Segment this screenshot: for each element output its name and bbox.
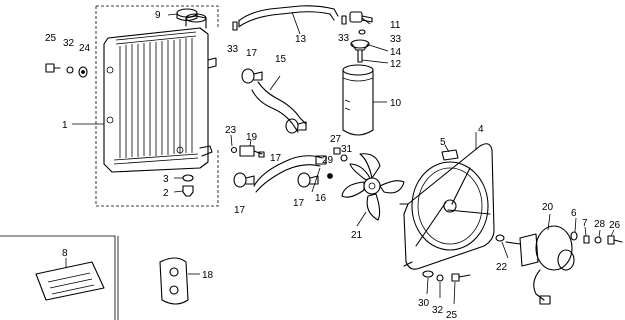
callout-17b: 17 (270, 153, 282, 164)
motor-washer-6 (570, 231, 578, 241)
callout-17d: 17 (293, 198, 305, 209)
washer-left (66, 66, 74, 74)
motor-bolt-26 (607, 235, 623, 245)
callout-30: 30 (418, 298, 430, 309)
callout-24: 24 (79, 43, 91, 54)
cooling-fan (341, 153, 405, 221)
motor-washer-28 (594, 236, 602, 244)
callout-21: 21 (351, 230, 363, 241)
callout-2: 2 (163, 188, 169, 199)
callout-33b: 33 (338, 33, 350, 44)
bolt-25 (451, 273, 471, 282)
callout-22: 22 (496, 262, 508, 273)
hose-clamp-lower-left (233, 172, 255, 188)
callout-15: 15 (275, 54, 287, 65)
fan-washer-29 (327, 173, 333, 179)
motor-spacer-7 (583, 235, 590, 244)
radiator (103, 13, 217, 173)
callout-13: 13 (295, 34, 307, 45)
callout-10: 10 (390, 98, 402, 109)
callout-31: 31 (341, 144, 353, 155)
callout-17a: 17 (246, 48, 258, 59)
upper-hose (257, 81, 307, 125)
callout-9: 9 (155, 10, 161, 21)
thermo-switch (239, 145, 265, 158)
radiator-cap (176, 8, 198, 22)
callout-19: 19 (246, 132, 258, 143)
callout-25a: 25 (45, 33, 57, 44)
overflow-tube (239, 5, 339, 21)
callout-14: 14 (390, 47, 402, 58)
callout-7: 7 (582, 218, 588, 229)
clip-33-left (232, 21, 238, 31)
thermo-switch-washer (230, 146, 238, 154)
callout-18: 18 (202, 270, 214, 281)
callout-28: 28 (594, 219, 606, 230)
callout-11: 11 (390, 20, 401, 31)
callout-1: 1 (62, 120, 68, 131)
callout-labels: 9 25 32 24 1 3 2 13 33 33 33 11 14 12 10… (45, 10, 621, 320)
reserve-tank (342, 64, 374, 136)
washer-30 (422, 270, 434, 278)
callout-12: 12 (390, 59, 402, 70)
fan-shroud (399, 143, 495, 270)
callout-6: 6 (571, 208, 577, 219)
callout-26: 26 (609, 220, 621, 231)
callout-25b: 25 (446, 310, 458, 320)
caution-label (35, 261, 105, 301)
washer-32 (436, 274, 444, 282)
callout-4: 4 (478, 124, 484, 135)
radiator-assembly-frame (95, 5, 219, 207)
callout-16: 16 (315, 193, 327, 204)
fan-nut-31 (340, 154, 348, 162)
callout-33c: 33 (390, 34, 402, 45)
shroud-spacer (441, 149, 459, 161)
leader-lines (65, 11, 615, 305)
radiator-seal (159, 257, 189, 305)
callout-32b: 32 (432, 305, 444, 316)
callout-20: 20 (542, 202, 554, 213)
drain-plug-washer (182, 174, 194, 182)
hose-clamp-lower-right (297, 172, 319, 188)
lower-hose (253, 155, 323, 187)
reserve-tank-cap (349, 11, 373, 23)
callout-29: 29 (322, 155, 334, 166)
clip-33-mid (341, 15, 347, 25)
hose-clamp-upper-right (285, 118, 307, 134)
cushion-left (78, 66, 88, 78)
mount-bolt-left (45, 63, 61, 73)
drain-plug (182, 185, 194, 197)
fan-washer-27 (333, 147, 341, 155)
callout-8: 8 (62, 248, 68, 259)
hose-clamp-upper-left (241, 68, 263, 84)
reserve-tank-tube (357, 49, 363, 63)
lower-hose-end (315, 155, 327, 165)
callout-3: 3 (163, 174, 169, 185)
callout-17c: 17 (234, 205, 246, 216)
callout-33a: 33 (227, 44, 239, 55)
reserve-tank-cap-seal (350, 39, 370, 51)
callout-5: 5 (440, 137, 446, 148)
callout-27: 27 (330, 134, 342, 145)
inset-frame-left (0, 235, 116, 320)
callout-32a: 32 (63, 38, 75, 49)
callout-23: 23 (225, 125, 237, 136)
fan-motor (505, 225, 575, 305)
washer-22 (495, 234, 505, 242)
clip-33-right (358, 29, 366, 35)
